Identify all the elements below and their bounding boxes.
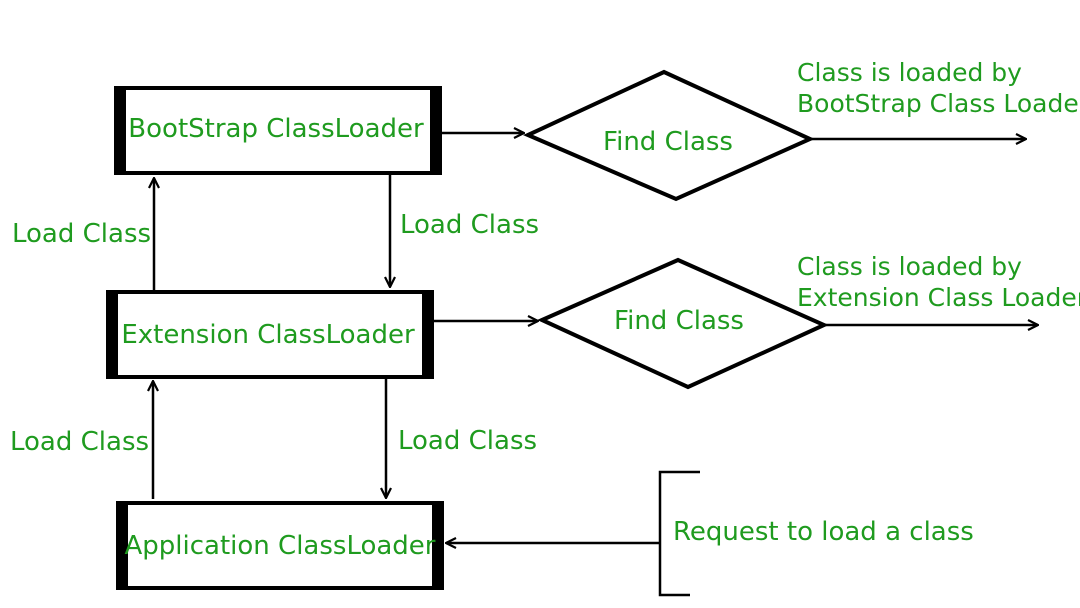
request-label: Request to load a class xyxy=(673,517,974,547)
result-middle-line-2: Extension Class Loader xyxy=(797,283,1080,312)
application-classloader-box: Application ClassLoader xyxy=(116,501,444,590)
load-class-label-down-1: Load Class xyxy=(400,210,539,240)
bootstrap-classloader-box: BootStrap ClassLoader xyxy=(114,86,442,175)
result-top-line-1: Class is loaded by xyxy=(797,58,1022,87)
result-top-line-2: BootStrap Class Loader xyxy=(797,89,1080,118)
request-bracket xyxy=(658,470,700,597)
find-class-diamond-middle: Find Class xyxy=(537,257,829,390)
application-classloader-label: Application ClassLoader xyxy=(125,531,436,561)
bootstrap-classloader-label: BootStrap ClassLoader xyxy=(128,114,424,144)
find-class-label-middle: Find Class xyxy=(614,306,744,336)
extension-classloader-box: Extension ClassLoader xyxy=(106,290,434,379)
find-class-diamond-top: Find Class xyxy=(523,69,815,202)
load-class-label-up-1: Load Class xyxy=(12,219,151,249)
load-class-label-down-2: Load Class xyxy=(398,426,537,456)
load-class-label-up-2: Load Class xyxy=(10,427,149,457)
extension-classloader-label: Extension ClassLoader xyxy=(121,320,415,350)
find-class-label-top: Find Class xyxy=(603,127,733,157)
result-middle-line-1: Class is loaded by xyxy=(797,252,1022,281)
